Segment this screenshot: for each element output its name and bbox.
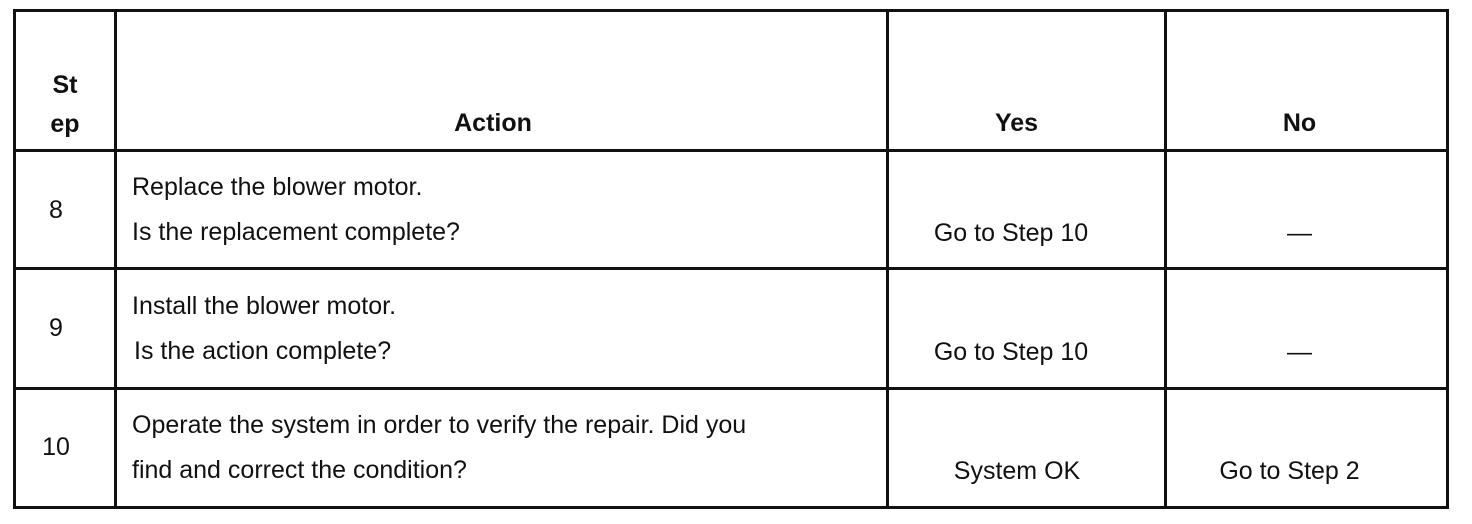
- header-yes: Yes: [994, 109, 1039, 137]
- row-divider: [13, 267, 1449, 270]
- step-number: 8: [49, 196, 63, 224]
- table-border-top: [13, 9, 1449, 12]
- action-text-line1: Replace the blower motor.: [132, 173, 423, 201]
- header-step-line2: ep: [50, 110, 80, 138]
- header-action: Action: [454, 109, 532, 137]
- row-divider: [13, 387, 1449, 390]
- action-text-line2: Is the action complete?: [134, 337, 392, 365]
- no-result: —: [1287, 219, 1312, 247]
- table-border-left: [13, 9, 16, 509]
- yes-result: System OK: [953, 457, 1081, 485]
- header-no: No: [1282, 109, 1317, 137]
- yes-result: Go to Step 10: [933, 219, 1089, 247]
- column-divider: [886, 9, 889, 509]
- yes-result: Go to Step 10: [933, 338, 1089, 366]
- action-text-line1: Operate the system in order to verify th…: [132, 411, 747, 439]
- column-divider: [114, 9, 117, 509]
- action-text-line2: Is the replacement complete?: [132, 218, 460, 246]
- column-divider: [1164, 9, 1167, 509]
- action-text-line1: Install the blower motor.: [132, 292, 397, 320]
- no-result: —: [1287, 338, 1312, 366]
- table-border-bottom: [13, 506, 1449, 509]
- step-number: 10: [42, 433, 70, 461]
- table-border-right: [1446, 9, 1449, 509]
- header-step-line1: St: [52, 71, 78, 99]
- action-text-line2: find and correct the condition?: [132, 456, 467, 484]
- step-number: 9: [49, 314, 63, 342]
- no-result: Go to Step 2: [1219, 457, 1360, 485]
- header-divider: [13, 149, 1449, 152]
